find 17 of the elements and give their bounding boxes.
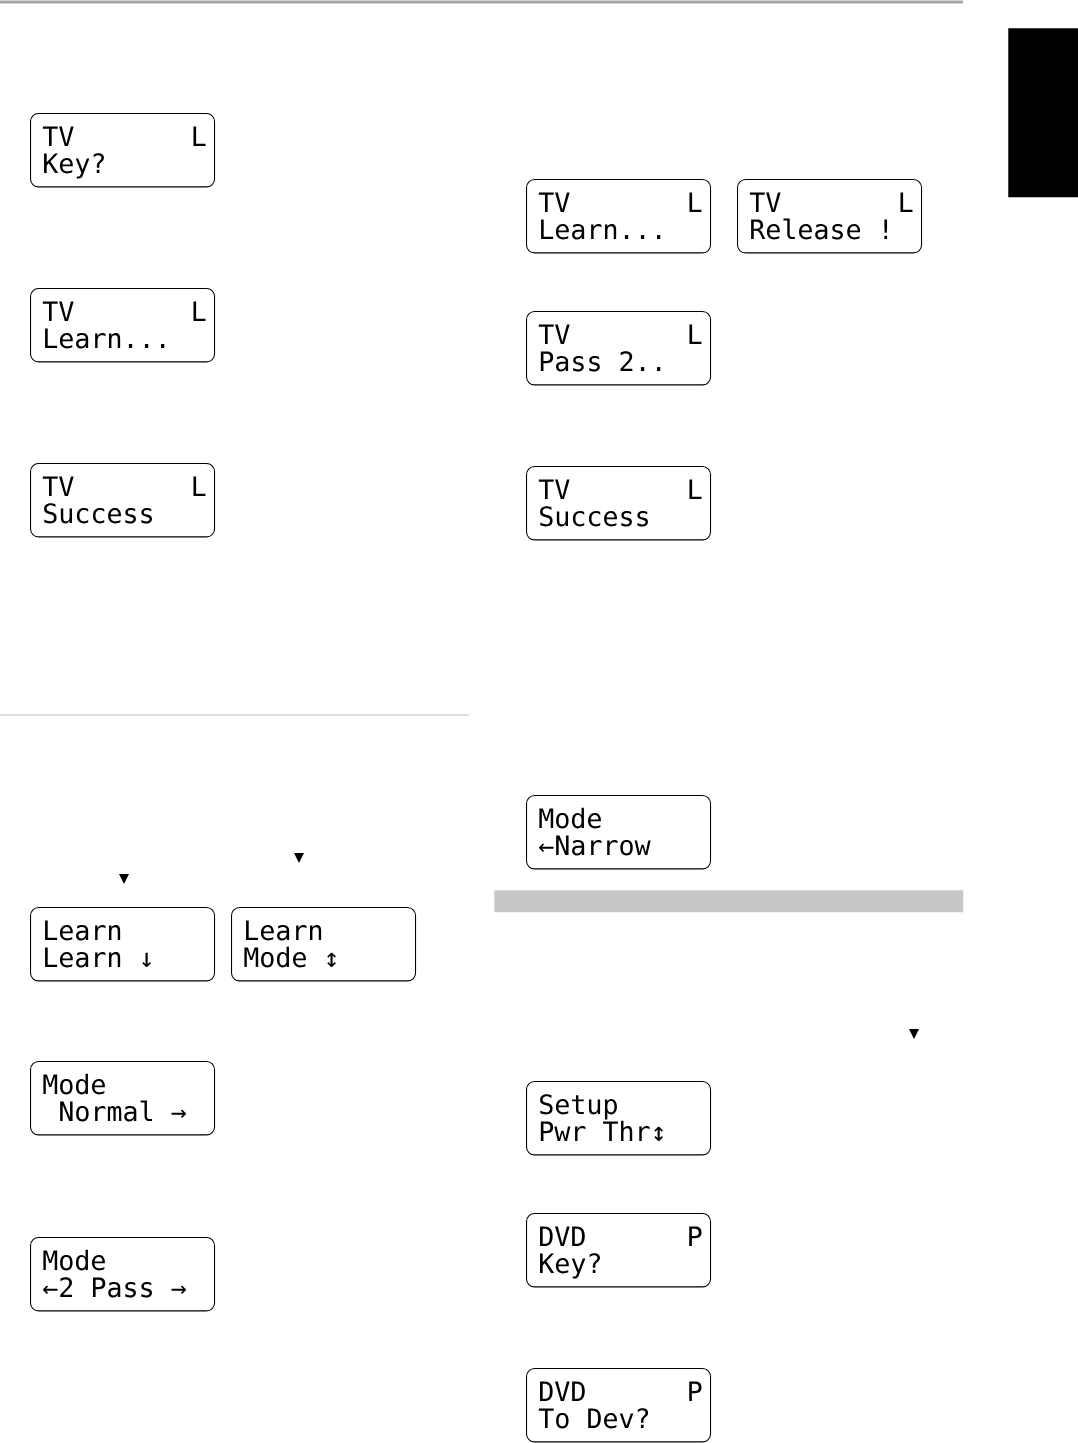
lcd-display: Learn Learn ↓ — [30, 907, 216, 982]
heading-band — [494, 890, 964, 913]
lcd-display: TV L Pass 2.. — [526, 311, 712, 386]
lcd-display: TV L Release ! — [737, 179, 923, 254]
lcd-display: TV L Key? — [30, 113, 216, 188]
section-tab — [1008, 28, 1078, 198]
lcd-display: DVD P Key? — [526, 1213, 712, 1288]
lcd-display: DVD P To Dev? — [526, 1368, 712, 1443]
lcd-display: Setup Pwr Thr↕ — [526, 1081, 712, 1156]
lcd-display: Mode ←Narrow — [526, 795, 712, 870]
lcd-display: Mode Normal → — [30, 1061, 216, 1136]
lcd-display: Mode ←2 Pass → — [30, 1237, 216, 1312]
lcd-display: Learn Mode ↕ — [231, 907, 417, 982]
lcd-display: TV L Learn... — [526, 179, 712, 254]
lcd-display: TV L Learn... — [30, 288, 216, 363]
lcd-display: TV L Success — [30, 463, 216, 538]
lcd-display: TV L Success — [526, 466, 712, 541]
